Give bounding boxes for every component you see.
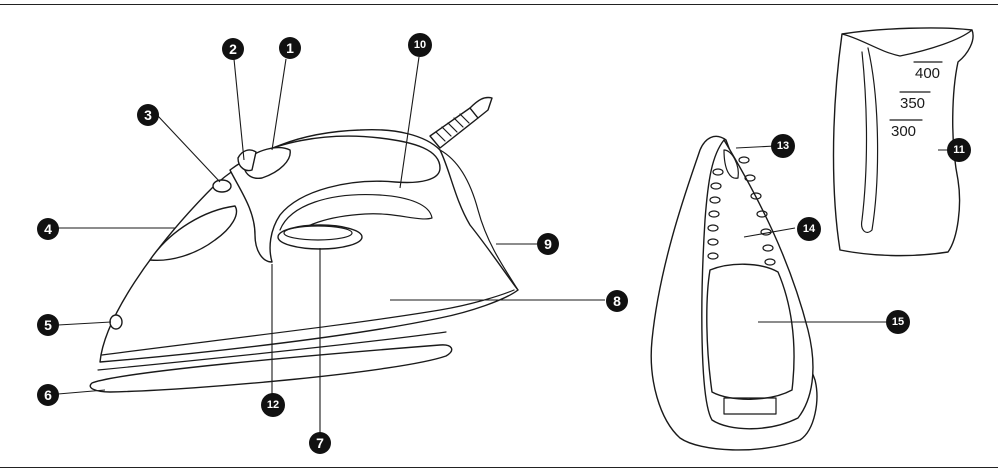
iron-handle: [229, 135, 441, 263]
svg-text:14: 14: [803, 223, 816, 235]
callout-7: 7: [309, 432, 331, 454]
soleplate-heel: [706, 263, 795, 400]
callout-5: 5: [37, 314, 59, 336]
tip-vent: [723, 149, 739, 179]
soleplate-rear-slot: [723, 397, 777, 415]
callout-11: 11: [947, 138, 971, 162]
svg-text:5: 5: [44, 317, 52, 333]
svg-text:1: 1: [286, 40, 294, 56]
spray-nozzle: [109, 314, 123, 330]
bottom-rule: [0, 467, 998, 468]
scale-label-350: 350: [900, 95, 925, 112]
svg-text:4: 4: [44, 221, 52, 237]
cord-guard-ribs: [435, 113, 470, 142]
rear-heel: [439, 149, 519, 291]
svg-text:13: 13: [777, 140, 789, 152]
power-cord: [469, 96, 493, 119]
callout-8: 8: [606, 290, 628, 312]
svg-text:7: 7: [316, 435, 324, 451]
svg-text:2: 2: [229, 41, 237, 57]
callout-4: 4: [37, 218, 59, 240]
svg-text:15: 15: [892, 316, 904, 328]
body-band-lower: [97, 331, 447, 371]
measuring-cup: 400 350 300: [832, 27, 974, 257]
scale-label-400: 400: [915, 65, 940, 82]
callout-14: 14: [797, 217, 821, 241]
svg-text:3: 3: [144, 107, 152, 123]
callout-12: 12: [261, 393, 285, 417]
measuring-cup-rim: [841, 29, 973, 57]
temperature-dial-top: [283, 225, 353, 241]
callout-9: 9: [537, 233, 559, 255]
leader-lines: [57, 56, 958, 436]
callout-1: 1: [279, 37, 301, 59]
iron-side-view: [89, 96, 519, 393]
svg-text:6: 6: [44, 387, 52, 403]
svg-text:11: 11: [953, 144, 965, 156]
callout-2: 2: [222, 38, 244, 60]
svg-text:10: 10: [414, 39, 426, 51]
handle-opening: [279, 193, 433, 241]
measuring-cup-scale: 400 350 300: [889, 61, 943, 140]
iron-soleplate-view: [650, 135, 818, 451]
measuring-cup-handle: [861, 47, 879, 233]
water-tank-window: [149, 205, 238, 262]
svg-text:12: 12: [267, 399, 279, 411]
scale-label-300: 300: [891, 123, 916, 140]
steam-holes: [707, 156, 776, 266]
soleplate-side: [89, 344, 453, 393]
top-rule: [0, 4, 998, 5]
water-inlet-cap[interactable]: [212, 179, 232, 193]
callout-10: 10: [408, 33, 432, 57]
callout-15: 15: [886, 310, 910, 334]
callout-13: 13: [771, 134, 795, 158]
svg-text:9: 9: [544, 236, 552, 252]
svg-text:8: 8: [613, 293, 621, 309]
cord-guard: [429, 107, 479, 149]
callout-6: 6: [37, 384, 59, 406]
callout-3: 3: [137, 104, 159, 126]
